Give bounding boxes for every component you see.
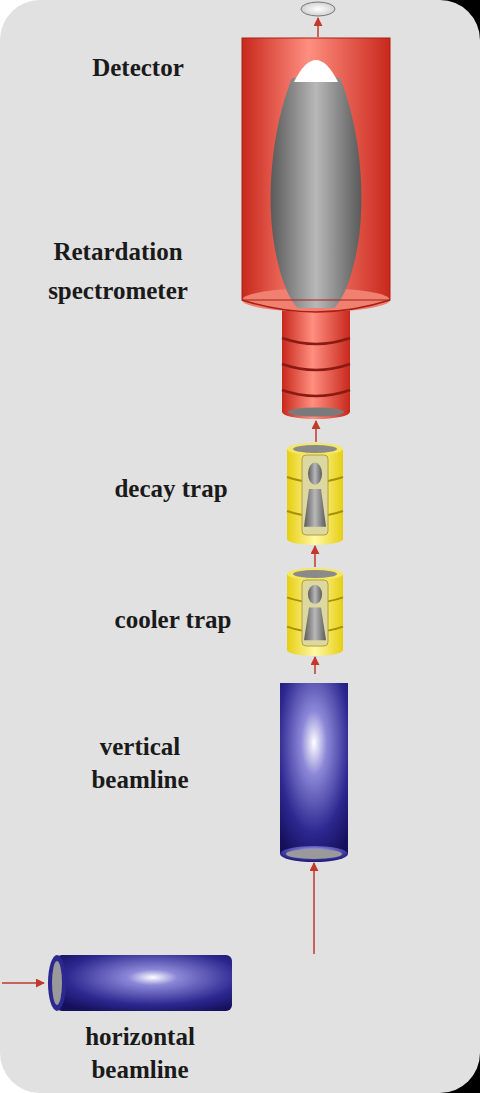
shape-outline — [48, 955, 232, 1011]
shape-outline — [280, 675, 348, 862]
beamline-tube — [48, 955, 232, 1011]
beam-arrow — [313, 863, 315, 954]
beamline-tube — [280, 683, 348, 862]
penning-trap — [287, 443, 343, 545]
beam-arrow — [315, 421, 317, 442]
part-label: vertical beamline — [75, 731, 205, 796]
beam-arrow — [317, 18, 319, 37]
part-label: Retardation spectrometer — [28, 233, 208, 311]
shape-outline — [287, 568, 343, 656]
apparatus-part: Detector — [300, 1, 336, 17]
part-label: cooler trap — [115, 604, 232, 637]
shape-outline — [287, 443, 343, 545]
beam-arrow — [314, 546, 316, 567]
part-label: decay trap — [114, 473, 227, 506]
part-label: horizontal beamline — [55, 1021, 225, 1086]
apparatus-part: horizontal beamline — [48, 955, 232, 1011]
detector-disc — [301, 2, 335, 16]
shape-outline — [300, 1, 336, 17]
part-label: Detector — [92, 52, 184, 85]
apparatus-part: Retardation spectrometer — [242, 38, 390, 420]
apparatus-part: cooler trap — [287, 568, 343, 656]
penning-trap — [287, 568, 343, 656]
incoming-beam-arrow — [2, 982, 44, 984]
apparatus-part: vertical beamline — [280, 675, 348, 862]
shape-outline — [242, 38, 390, 420]
spectrometer-body — [242, 38, 390, 419]
beam-arrow — [314, 657, 316, 674]
apparatus-part: decay trap — [287, 443, 343, 545]
